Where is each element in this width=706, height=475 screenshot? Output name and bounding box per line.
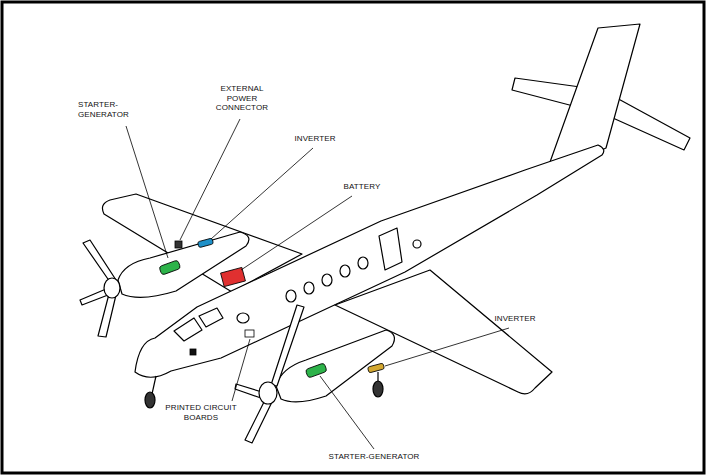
gear-wheel (373, 381, 383, 397)
spinner (104, 278, 120, 298)
part-label: BATTERY (337, 182, 387, 192)
airframe (80, 24, 690, 443)
leader-line (126, 126, 168, 258)
propeller-blade (83, 240, 116, 282)
cabin-window (304, 282, 314, 294)
cabin-window (322, 274, 332, 286)
leader-line (241, 196, 352, 270)
part-label: STARTER-GENERATOR (318, 452, 430, 462)
leader-line (320, 376, 374, 449)
access-panel (190, 349, 196, 355)
battery (221, 267, 246, 286)
part-label: INVERTER (490, 314, 540, 324)
part-label: PRINTED CIRCUIT BOARDS (165, 403, 237, 422)
near-nacelle (276, 330, 394, 402)
leader-lines (126, 119, 509, 449)
cabin-window (413, 240, 421, 248)
part-label: INVERTER (290, 134, 340, 144)
propeller-blade (235, 384, 262, 398)
power-connector (175, 241, 182, 248)
windshield (174, 318, 202, 341)
cabin-window (340, 265, 350, 277)
leader-line (180, 119, 240, 240)
leader-line (211, 148, 313, 239)
leader-line (232, 339, 250, 401)
cabin-window (358, 257, 368, 269)
propeller-blade (98, 294, 116, 337)
starter-generator (159, 260, 181, 275)
cabin-window (286, 290, 296, 302)
propeller-blade (80, 289, 108, 305)
windshield (199, 308, 223, 327)
starter-generator (305, 363, 327, 378)
propeller-blade (245, 400, 272, 443)
leader-line (385, 328, 509, 366)
circuit-board (245, 330, 254, 337)
part-label: EXTERNAL POWER CONNECTOR (212, 84, 272, 113)
inverter (197, 238, 213, 248)
components (159, 238, 385, 378)
spinner (259, 382, 277, 404)
inverter (367, 363, 384, 373)
gear-strut (152, 376, 156, 394)
near-wing (335, 270, 552, 394)
cabin-door (379, 228, 402, 270)
far-nacelle (118, 232, 249, 297)
propeller-blade (271, 305, 304, 386)
part-label: STARTER-GENERATOR (78, 100, 133, 119)
gear-wheel (145, 392, 155, 408)
cockpit-window (237, 313, 249, 323)
